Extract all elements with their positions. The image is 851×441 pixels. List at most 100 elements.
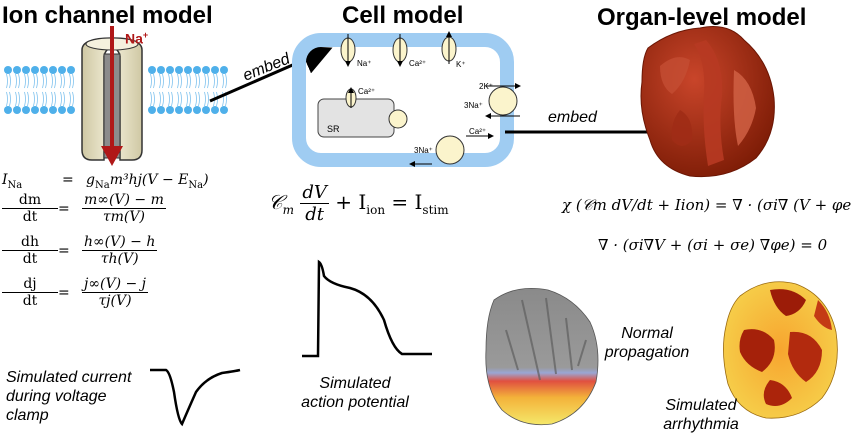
lipid-tail	[72, 73, 74, 89]
lipid-tail	[180, 73, 182, 89]
lipid-head	[148, 106, 156, 114]
lipid-head	[211, 66, 219, 74]
lipid-tail	[9, 73, 11, 89]
current-caption: Simulated current during voltage clamp	[6, 369, 132, 424]
lipid-tail	[36, 91, 38, 107]
lipid-tail	[6, 91, 8, 107]
action-potential-trace	[302, 259, 432, 358]
lipid-head	[202, 66, 210, 74]
lipid-head	[4, 66, 12, 74]
lipid-tail	[213, 73, 215, 89]
lipid-tail	[33, 73, 35, 89]
lipid-tail	[24, 91, 26, 107]
heart-model	[640, 26, 775, 178]
lipid-tail	[24, 73, 26, 89]
label-ca-bottom: Ca²⁺	[469, 127, 486, 136]
label-na: Na⁺	[357, 59, 371, 68]
lipid-head	[166, 106, 174, 114]
lipid-head	[58, 66, 66, 74]
lipid-head	[40, 66, 48, 74]
ina-equation: INa=gNam³hj(V − ENa)	[2, 172, 209, 191]
bidomain-equation-2: ∇ · (σi∇V + (σi + σe) ∇φe) = 0	[598, 236, 828, 254]
lipid-tail	[189, 91, 191, 107]
normal-propagation-caption: Normal propagation	[604, 325, 690, 361]
lipid-tail	[42, 91, 44, 107]
lipid-bilayer	[4, 66, 228, 114]
lipid-head	[13, 106, 21, 114]
lipid-tail	[168, 91, 170, 107]
lipid-head	[193, 106, 201, 114]
lipid-tail	[204, 91, 206, 107]
lipid-tail	[72, 91, 74, 107]
lipid-tail	[195, 91, 197, 107]
lipid-tail	[153, 73, 155, 89]
lipid-tail	[15, 73, 17, 89]
lipid-head	[31, 66, 39, 74]
lipid-head	[193, 66, 201, 74]
na-flux-arrow	[101, 26, 123, 166]
lipid-tail	[18, 91, 20, 107]
lipid-head	[157, 66, 165, 74]
lipid-tail	[63, 73, 65, 89]
lipid-tail	[6, 73, 8, 89]
arrhythmia-heart	[723, 281, 838, 419]
lipid-tail	[162, 91, 164, 107]
lipid-tail	[168, 73, 170, 89]
lipid-tail	[27, 73, 29, 89]
label-ca-sr: Ca²⁺	[358, 87, 375, 96]
lipid-head	[211, 106, 219, 114]
lipid-head	[166, 66, 174, 74]
lipid-tail	[60, 73, 62, 89]
lipid-tail	[177, 91, 179, 107]
cell-model-title: Cell model	[342, 2, 464, 29]
lipid-tail	[54, 73, 56, 89]
lipid-head	[67, 66, 75, 74]
lipid-tail	[186, 73, 188, 89]
lipid-tail	[27, 91, 29, 107]
lipid-tail	[159, 91, 161, 107]
lipid-tail	[69, 73, 71, 89]
action-potential-caption: Simulated action potential	[301, 375, 409, 411]
lipid-tail	[150, 91, 152, 107]
embed-arrow-1	[209, 45, 333, 103]
lipid-tail	[9, 91, 11, 107]
lipid-head	[49, 106, 57, 114]
ncx-exchanger	[435, 135, 465, 165]
lipid-tail	[189, 73, 191, 89]
lipid-tail	[15, 91, 17, 107]
organ-model-title: Organ-level model	[597, 4, 807, 31]
lipid-tail	[159, 73, 161, 89]
lipid-tail	[207, 91, 209, 107]
lipid-head	[175, 66, 183, 74]
lipid-head	[49, 66, 57, 74]
na-k-pump	[488, 86, 518, 116]
label-3na-bottom: 3Na⁺	[414, 146, 433, 155]
lipid-tail	[36, 73, 38, 89]
lipid-head	[202, 106, 210, 114]
lipid-tail	[225, 73, 227, 89]
lipid-head	[22, 106, 30, 114]
lipid-tail	[171, 73, 173, 89]
lipid-head	[58, 106, 66, 114]
lipid-head	[184, 106, 192, 114]
lipid-head	[148, 66, 156, 74]
normal-propagation-heart	[485, 287, 599, 426]
lipid-head	[13, 66, 21, 74]
label-ca-top: Ca²⁺	[409, 59, 426, 68]
label-sr: SR	[327, 124, 340, 134]
lipid-head	[40, 106, 48, 114]
lipid-head	[175, 106, 183, 114]
lipid-tail	[69, 91, 71, 107]
lipid-head	[67, 106, 75, 114]
lipid-tail	[216, 73, 218, 89]
lipid-tail	[180, 91, 182, 107]
lipid-head	[22, 66, 30, 74]
arrhythmia-caption: Simulated arrhythmia	[663, 397, 739, 433]
serca-pump	[388, 109, 408, 129]
na-ion-label: Na+	[125, 30, 149, 47]
label-3na-right: 3Na⁺	[464, 101, 483, 110]
